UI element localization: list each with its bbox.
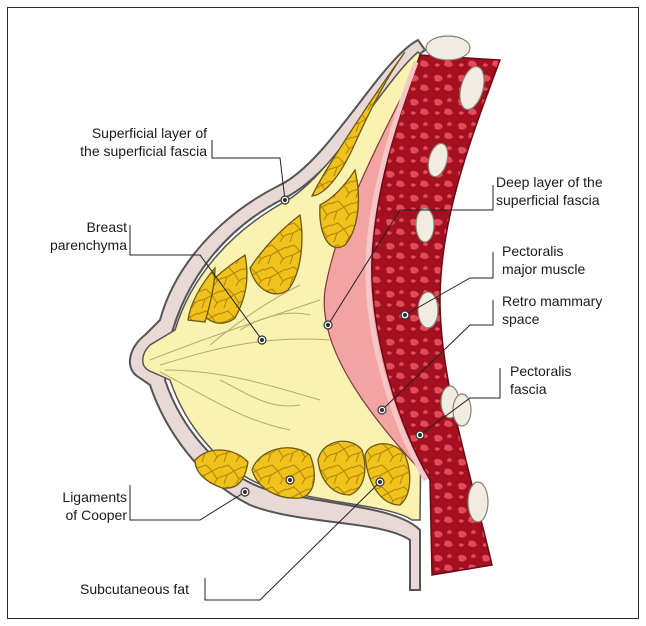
label-pectoralis-fascia-line1: Pectoralis [510,362,571,380]
label-pectoralis-major-line1: Pectoralis [502,242,585,260]
label-ligaments-line2: of Cooper [62,506,127,524]
label-superficial-layer-line2: the superficial fascia [80,142,207,160]
label-deep-layer-line2: superficial fascia [496,191,603,209]
label-breast-parenchyma-line1: Breast [50,218,127,236]
label-subcutaneous-fat: Subcutaneous fat [80,580,189,598]
label-deep-layer-line1: Deep layer of the [496,173,603,191]
label-ligaments-cooper: Ligaments of Cooper [62,488,127,524]
label-pectoralis-fascia-line2: fascia [510,380,571,398]
label-breast-parenchyma: Breast parenchyma [50,218,127,254]
label-pectoralis-fascia: Pectoralis fascia [510,362,571,398]
label-breast-parenchyma-line2: parenchyma [50,236,127,254]
label-retro-mammary-line1: Retro mammary [502,292,602,310]
label-deep-layer: Deep layer of the superficial fascia [496,173,603,209]
label-ligaments-line1: Ligaments [62,488,127,506]
label-retro-mammary: Retro mammary space [502,292,602,328]
label-retro-mammary-line2: space [502,310,602,328]
label-superficial-layer: Superficial layer of the superficial fas… [80,124,207,160]
label-pectoralis-major-line2: major muscle [502,260,585,278]
label-pectoralis-major: Pectoralis major muscle [502,242,585,278]
label-superficial-layer-line1: Superficial layer of [80,124,207,142]
